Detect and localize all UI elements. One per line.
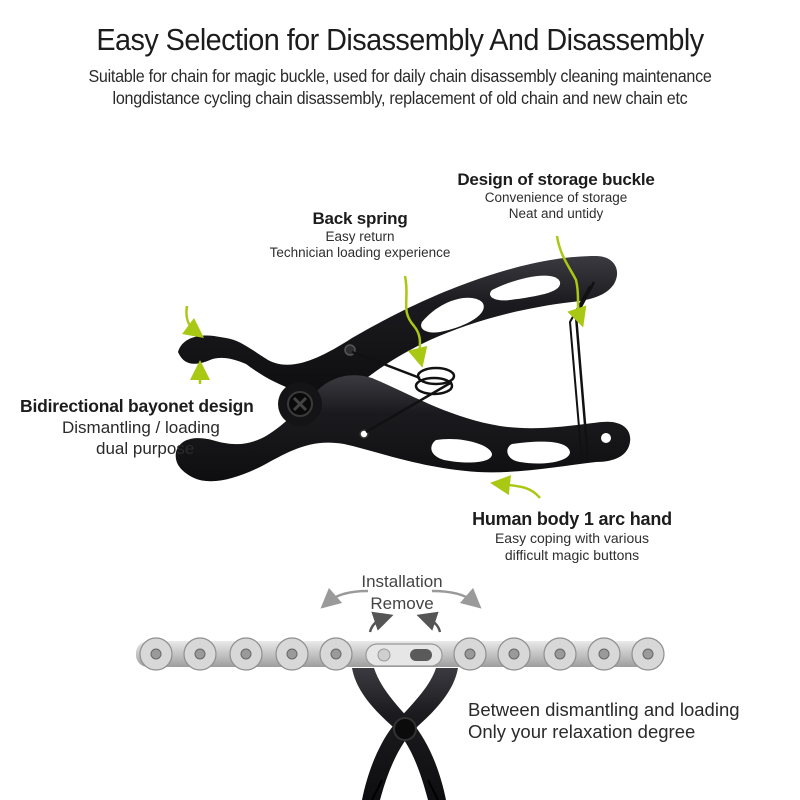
callout-back-spring: Back spring Easy return Technician loadi… bbox=[240, 209, 480, 261]
storage-buckle-line-1: Convenience of storage bbox=[484, 190, 628, 205]
back-spring-line-2: Technician loading experience bbox=[269, 245, 451, 260]
storage-buckle-heading: Design of storage buckle bbox=[457, 170, 655, 189]
bayonet-line-2: dual purpose bbox=[96, 439, 195, 458]
remove-label: Remove bbox=[370, 594, 434, 613]
usage-caption: Between dismantling and loading Only you… bbox=[468, 699, 740, 743]
bayonet-line-1: Dismantling / loading bbox=[62, 418, 220, 437]
back-spring-heading: Back spring bbox=[312, 209, 408, 228]
installation-label: Installation bbox=[361, 572, 443, 591]
callout-bayonet: Bidirectional bayonet design Dismantling… bbox=[20, 396, 280, 459]
arrow-jaw-top-icon bbox=[181, 305, 204, 339]
arc-hand-heading: Human body 1 arc hand bbox=[472, 509, 672, 529]
arrow-remove-left-icon bbox=[368, 611, 394, 633]
usage-caption-line-2: Only your relaxation degree bbox=[468, 721, 696, 742]
arrow-remove-right-icon bbox=[416, 611, 442, 633]
arrow-handle-icon bbox=[490, 475, 541, 499]
arrow-spring-icon bbox=[403, 275, 428, 368]
usage-caption-line-1: Between dismantling and loading bbox=[468, 699, 740, 720]
callout-arc-hand: Human body 1 arc hand Easy coping with v… bbox=[456, 509, 688, 564]
green-pointer-arrows bbox=[181, 235, 587, 499]
install-remove-labels: Installation Remove bbox=[340, 571, 464, 615]
arrow-install-right-icon bbox=[431, 587, 482, 609]
callout-storage-buckle: Design of storage buckle Convenience of … bbox=[426, 170, 686, 222]
arrow-install-left-icon bbox=[320, 587, 369, 609]
plier-in-use bbox=[352, 668, 458, 800]
subtitle-line-1: Suitable for chain for magic buckle, use… bbox=[88, 66, 712, 86]
bayonet-heading: Bidirectional bayonet design bbox=[20, 396, 254, 416]
back-spring-line-1: Easy return bbox=[325, 229, 395, 244]
storage-buckle-line-2: Neat and untidy bbox=[508, 206, 604, 221]
install-remove-arrows bbox=[320, 587, 482, 633]
bicycle-chain bbox=[136, 637, 665, 671]
arrow-storage-icon bbox=[555, 235, 587, 328]
page-title: Easy Selection for Disassembly And Disas… bbox=[96, 22, 704, 57]
plier-tool bbox=[175, 256, 631, 482]
arc-hand-line-1: Easy coping with various bbox=[494, 530, 650, 546]
arc-hand-line-2: difficult magic buttons bbox=[504, 547, 640, 563]
subtitle-line-2: longdistance cycling chain disassembly, … bbox=[112, 88, 688, 108]
